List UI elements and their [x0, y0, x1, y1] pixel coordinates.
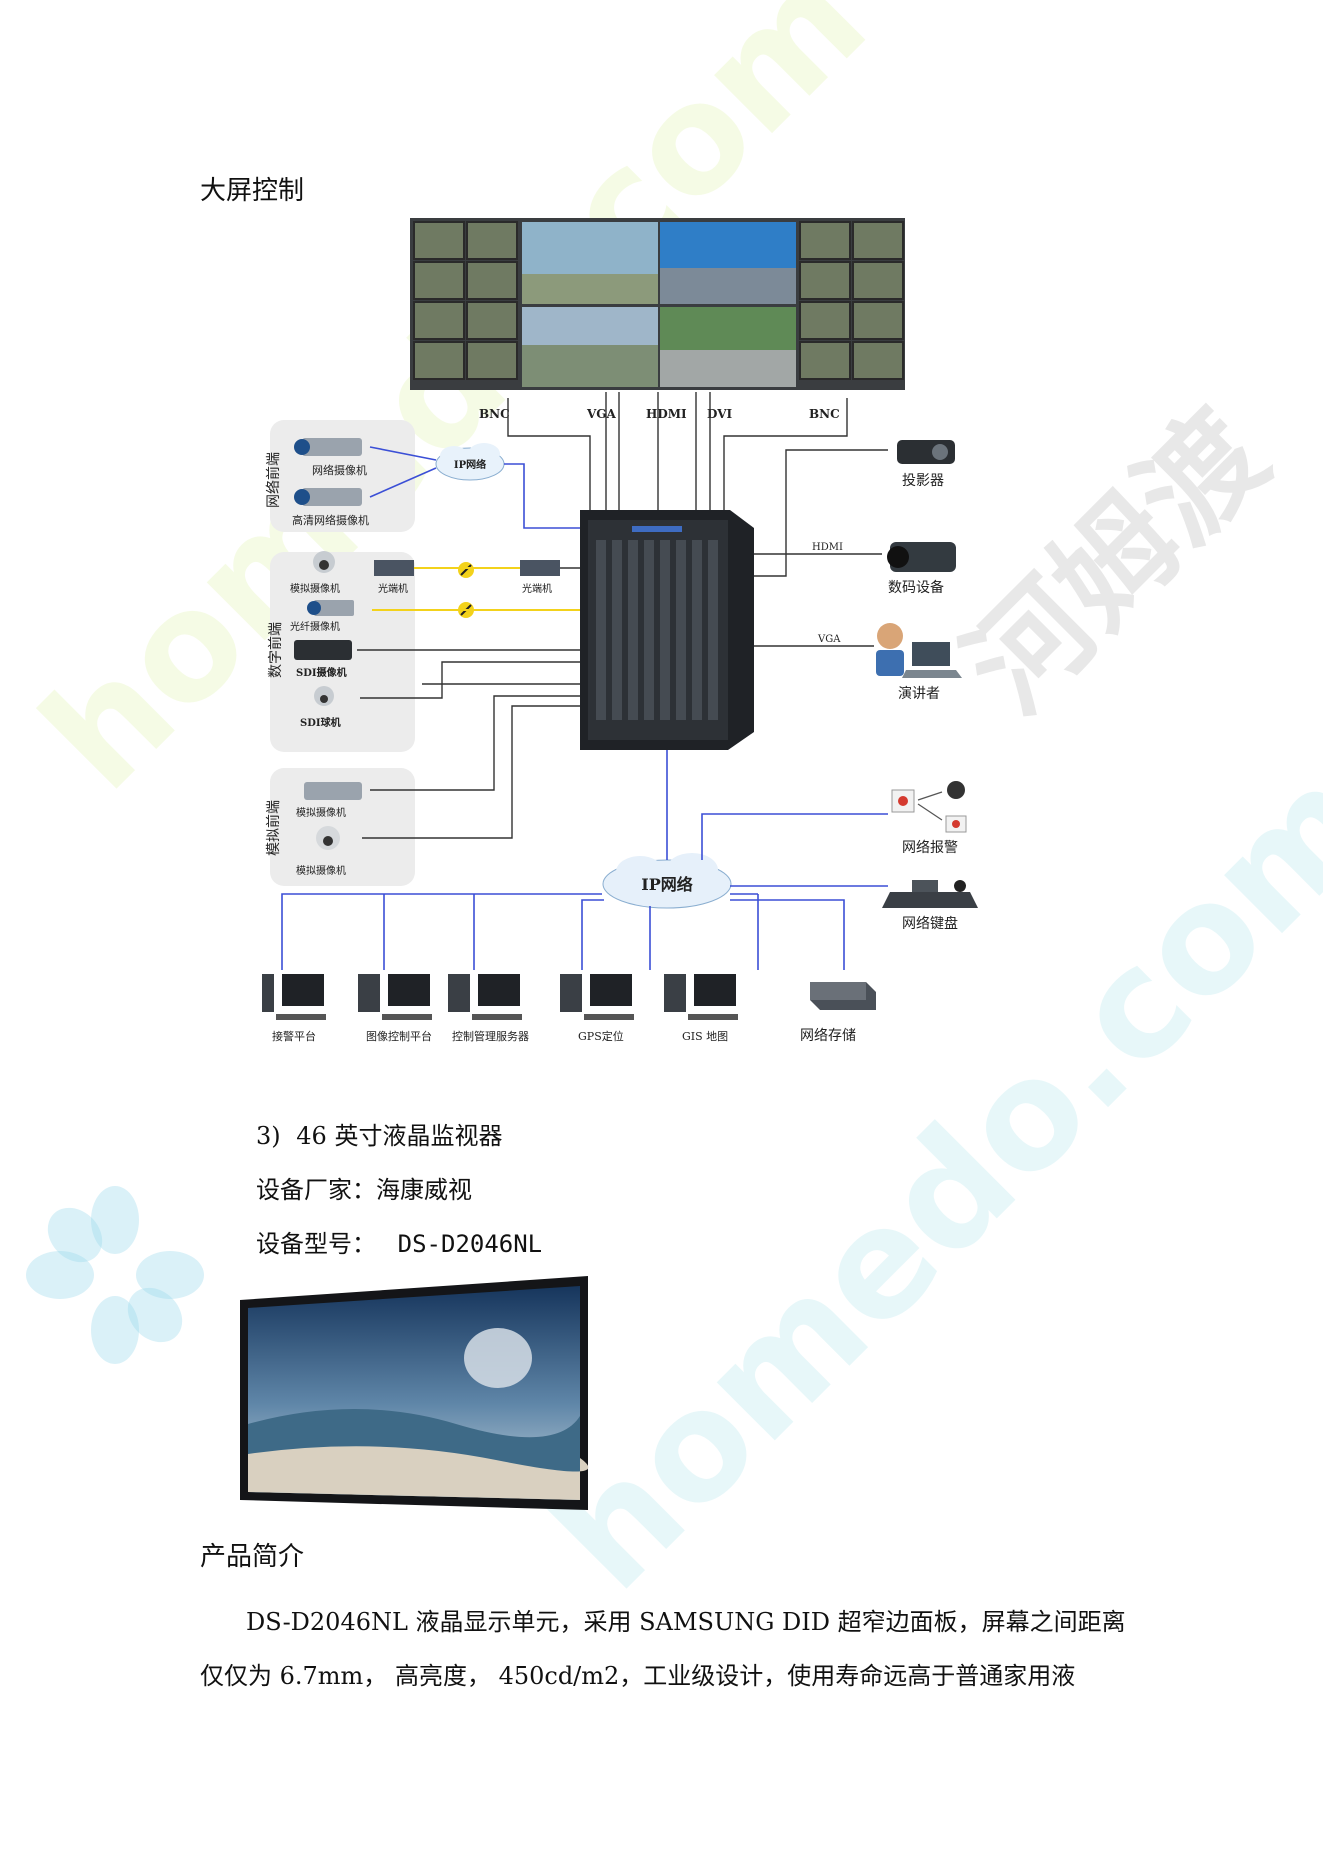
port-label-dvi: DVI	[707, 407, 733, 421]
label-net-alarm: 网络报警	[902, 840, 958, 856]
digital-front-links	[357, 567, 580, 699]
wall-left-tiles	[413, 221, 518, 380]
watermark-flower-logo	[26, 1186, 204, 1364]
sdi-camera-icon	[294, 640, 352, 660]
right-side-links	[754, 449, 888, 647]
alarm-icon	[891, 781, 967, 833]
optical-tx-icon	[374, 560, 414, 576]
item-maker-line: 设备厂家：海康威视	[256, 1170, 472, 1205]
label-optical-rx: 光端机	[522, 582, 552, 595]
label-fiber-cam: 光纤摄像机	[290, 620, 340, 633]
fiber-link-icon-1	[458, 562, 474, 578]
label-image-ctrl-platform: 图像控制平台	[366, 1029, 432, 1043]
label-analog-cam-3: 模拟摄像机	[296, 864, 346, 877]
item-model-line: 设备型号： DS-D2046NL	[256, 1224, 542, 1259]
intro-heading: 产品简介	[200, 1542, 305, 1572]
label-analog-cam-2: 模拟摄像机	[296, 806, 346, 819]
main-cloud-icon	[602, 853, 732, 909]
network-front-links	[369, 446, 580, 529]
label-sdi-cam: SDI摄像机	[296, 666, 347, 679]
system-diagram: BNC VGA HDMI DVI BNC 网络前端 数字前端 模拟前端 网络摄像…	[262, 218, 978, 1044]
hd-network-camera-icon	[294, 488, 362, 506]
group-label-network: 网络前端	[265, 452, 282, 508]
ip-network-links	[281, 750, 888, 970]
group-label-analog: 模拟前端	[265, 800, 282, 856]
maker-value: 海康威视	[376, 1176, 472, 1204]
label-net-cam: 网络摄像机	[312, 463, 367, 477]
label-ip-net-small: IP网络	[454, 458, 486, 471]
port-label-bnc-right: BNC	[809, 407, 840, 421]
video-wall	[410, 218, 905, 390]
wall-right-tiles	[799, 221, 904, 380]
group-label-digital: 数字前端	[267, 622, 284, 678]
port-label-vga: VGA	[586, 407, 617, 421]
monitor-photo	[240, 1276, 589, 1510]
matrix-controller	[580, 510, 754, 750]
port-label-bnc-left: BNC	[479, 407, 510, 421]
cloud-icon	[435, 443, 505, 481]
projector-icon	[897, 440, 955, 464]
intro-line-2: 仅仅为 6.7mm， 高亮度， 450cd/m2，工业级设计，使用寿命远高于普通…	[200, 1662, 1076, 1690]
camcorder-icon	[887, 542, 956, 572]
analog-front-links	[362, 695, 580, 839]
section-title: 大屏控制	[200, 176, 305, 206]
optical-rx-icon	[520, 560, 560, 576]
model-value: DS-D2046NL	[397, 1230, 543, 1258]
label-hd-net-cam: 高清网络摄像机	[292, 513, 369, 527]
speaker-laptop-icon	[876, 623, 962, 678]
item-number: 3)	[256, 1122, 281, 1150]
label-digital-device: 数码设备	[888, 579, 944, 596]
fiber-camera-icon	[307, 600, 354, 616]
item-title-line: 3) 46 英寸液晶监视器	[256, 1116, 502, 1151]
workstation-icons	[262, 974, 876, 1020]
network-camera-icon	[294, 438, 362, 456]
port-label-hdmi: HDMI	[646, 407, 687, 421]
analog-camera-3-icon	[316, 826, 340, 850]
fiber-lines	[372, 567, 580, 611]
link-label-hdmi: HDMI	[812, 542, 843, 553]
label-net-keyboard: 网络键盘	[902, 915, 958, 932]
sdi-dome-icon	[314, 686, 334, 706]
label-gps: GPS定位	[578, 1029, 624, 1043]
label-analog-cam-1: 模拟摄像机	[290, 582, 340, 595]
label-alarm-platform: 接警平台	[272, 1029, 316, 1043]
analog-camera-1-icon	[313, 551, 335, 573]
label-gis: GIS 地图	[682, 1030, 728, 1043]
label-ctrl-mgmt-server: 控制管理服务器	[452, 1029, 529, 1043]
wall-connectors	[507, 392, 848, 510]
model-label: 设备型号：	[256, 1230, 376, 1258]
label-ip-net-main: IP网络	[641, 875, 693, 894]
wall-center-screens	[522, 222, 796, 387]
link-label-vga: VGA	[817, 634, 841, 645]
label-sdi-dome: SDI球机	[300, 716, 341, 729]
label-projector: 投影器	[902, 473, 944, 489]
maker-label: 设备厂家：	[256, 1176, 376, 1204]
label-optical-tx: 光端机	[378, 582, 408, 595]
keyboard-icon	[882, 880, 978, 908]
label-net-storage: 网络存储	[800, 1028, 856, 1044]
analog-camera-2-icon	[304, 782, 362, 800]
item-title: 46 英寸液晶监视器	[296, 1122, 503, 1150]
intro-line-1: DS-D2046NL 液晶显示单元，采用 SAMSUNG DID 超窄边面板，屏…	[246, 1608, 1126, 1636]
label-speaker: 演讲者	[898, 686, 940, 702]
